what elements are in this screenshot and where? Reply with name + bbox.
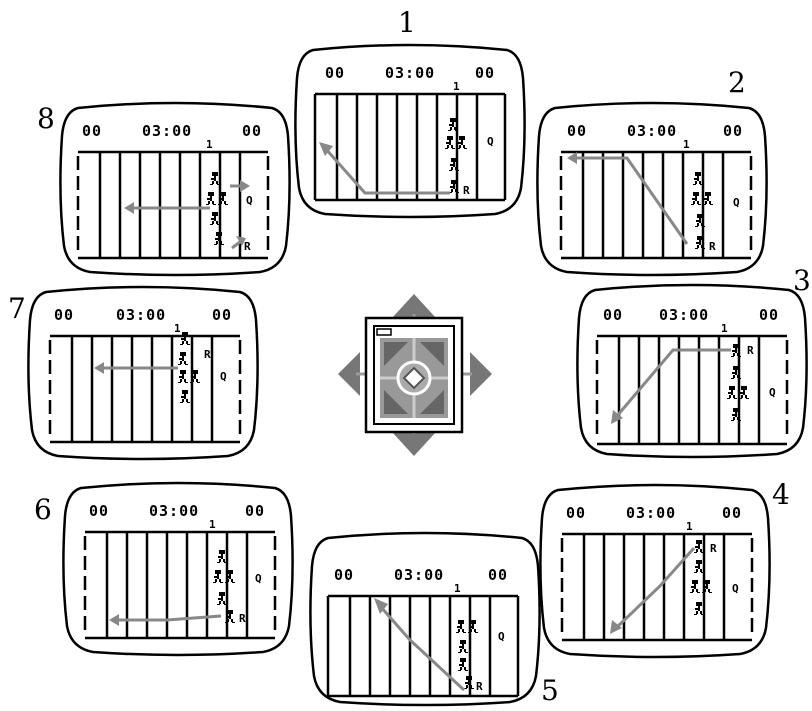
down-indicator: 1 <box>721 322 728 335</box>
game-clock: 03:00 <box>149 502 199 520</box>
score-right: 00 <box>242 122 262 140</box>
receiver-marker: R <box>747 344 754 357</box>
score-left: 00 <box>89 502 109 520</box>
quarterback-marker: Q <box>487 135 494 148</box>
joystick-pad-icon <box>338 294 492 456</box>
screen-5: 00 03:00 1 00 Q R <box>310 533 539 705</box>
screen-number-6: 6 <box>34 493 52 526</box>
screen-7: 00 03:00 1 00 R Q <box>28 287 257 459</box>
score-left: 00 <box>603 306 623 324</box>
score-left: 00 <box>82 122 102 140</box>
screen-6: 00 03:00 1 00 Q R <box>63 483 292 655</box>
screen-number-8: 8 <box>37 102 55 135</box>
score-left: 00 <box>566 504 586 522</box>
score-right: 00 <box>488 566 508 584</box>
screen-number-3: 3 <box>793 264 811 297</box>
receiver-marker: R <box>463 184 470 197</box>
screen-number-1: 1 <box>398 6 416 39</box>
game-clock: 03:00 <box>385 64 435 82</box>
down-indicator: 1 <box>683 138 690 151</box>
receiver-marker: R <box>204 348 211 361</box>
quarterback-marker: Q <box>220 370 227 383</box>
screen-number-5: 5 <box>541 674 559 707</box>
receiver-marker: R <box>710 542 717 555</box>
quarterback-marker: Q <box>246 194 253 207</box>
quarterback-marker: Q <box>732 582 739 595</box>
quarterback-marker: Q <box>769 386 776 399</box>
quarterback-marker: Q <box>498 630 505 643</box>
receiver-marker: R <box>244 240 251 253</box>
screen-1: 00 03:00 1 00 Q R <box>295 45 524 217</box>
quarterback-marker: Q <box>255 572 262 585</box>
score-left: 00 <box>325 64 345 82</box>
down-indicator: 1 <box>453 80 460 93</box>
game-clock: 03:00 <box>659 306 709 324</box>
score-left: 00 <box>567 122 587 140</box>
screen-2: 00 03:00 1 00 Q R <box>537 103 766 275</box>
receiver-marker: R <box>476 680 483 693</box>
score-right: 00 <box>245 502 265 520</box>
down-indicator: 1 <box>686 520 693 533</box>
game-clock: 03:00 <box>627 122 677 140</box>
game-clock: 03:00 <box>626 504 676 522</box>
down-indicator: 1 <box>206 138 213 151</box>
game-clock: 03:00 <box>394 566 444 584</box>
receiver-marker: R <box>239 612 246 625</box>
down-indicator: 1 <box>454 582 461 595</box>
game-clock: 03:00 <box>142 122 192 140</box>
score-left: 00 <box>54 306 74 324</box>
quarterback-marker: Q <box>733 196 740 209</box>
screen-number-2: 2 <box>728 66 746 99</box>
screen-number-4: 4 <box>772 478 790 511</box>
score-right: 00 <box>759 306 779 324</box>
screen-3: 00 03:00 1 00 R Q <box>577 285 806 457</box>
game-clock: 03:00 <box>116 306 166 324</box>
score-right: 00 <box>723 122 743 140</box>
score-right: 00 <box>722 504 742 522</box>
screen-4: 00 03:00 1 00 R Q <box>540 485 769 657</box>
down-indicator: 1 <box>174 322 181 335</box>
score-right: 00 <box>212 306 232 324</box>
receiver-marker: R <box>709 240 716 253</box>
down-indicator: 1 <box>209 518 216 531</box>
score-right: 00 <box>475 64 495 82</box>
screen-number-7: 7 <box>8 292 26 325</box>
score-left: 00 <box>334 566 354 584</box>
screen-8: 00 03:00 1 00 Q R <box>60 103 289 275</box>
